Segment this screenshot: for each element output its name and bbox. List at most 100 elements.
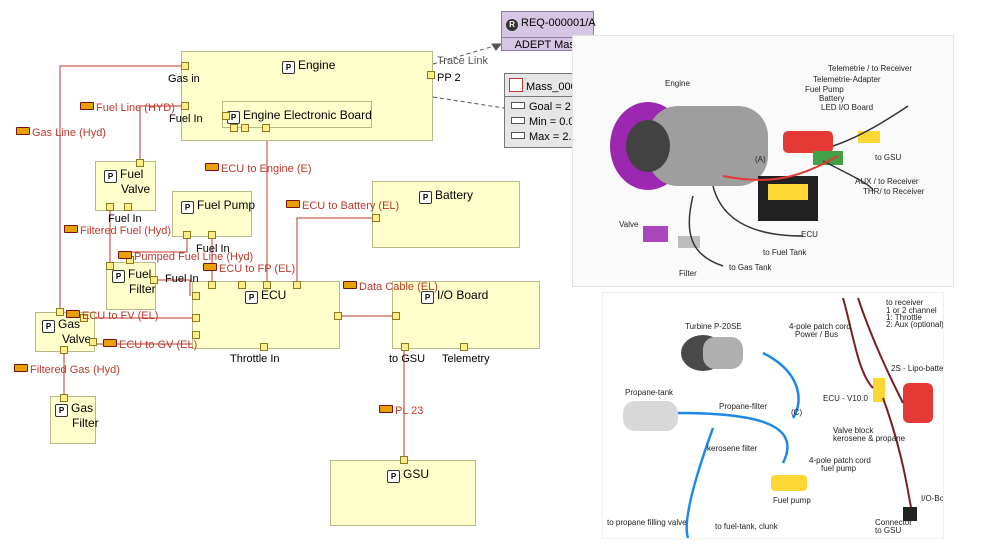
fuel-filter-port[interactable]	[106, 262, 114, 270]
connector-ecu-to-battery[interactable]: ECU to Battery (EL)	[286, 200, 399, 212]
fuel-valve-port[interactable]	[124, 203, 132, 211]
fuel-pump-port[interactable]	[208, 231, 216, 239]
connector-icon	[16, 127, 30, 135]
photo-label: Fuel pump	[773, 496, 811, 505]
photo-label: LED I/O Board	[821, 103, 873, 112]
gas-filter-port[interactable]	[60, 394, 68, 402]
connector-icon	[286, 200, 300, 208]
ecu-port[interactable]	[192, 292, 200, 300]
gas-valve-port[interactable]	[60, 346, 68, 354]
engine-board-port[interactable]	[241, 124, 249, 132]
telemetry-shape	[858, 131, 880, 143]
photo-marker: (A)	[755, 155, 766, 164]
photo-label: fuel pump	[821, 464, 857, 473]
engine-pp2-port[interactable]	[427, 71, 435, 79]
photo-label: Power / Bus	[795, 330, 838, 339]
connector-filtered-gas[interactable]: Filtered Gas (Hyd)	[14, 364, 120, 376]
red-wire	[722, 155, 839, 181]
connector-ecu-to-fv[interactable]: ECU to FV (EL)	[66, 310, 158, 322]
io-board-shape	[813, 151, 843, 165]
battery-port[interactable]	[372, 214, 380, 222]
connector-icon	[379, 405, 393, 413]
photo-label: ECU	[801, 230, 818, 239]
io-board-telemetry-port[interactable]	[460, 343, 468, 351]
engine-board-port[interactable]	[262, 124, 270, 132]
ecu-port[interactable]	[263, 281, 271, 289]
gsu-port[interactable]	[400, 456, 408, 464]
trace-link-arrow	[491, 43, 503, 51]
photo-label: to fuel-tank, clunk	[715, 522, 779, 531]
wire-fuel-line	[139, 105, 185, 163]
ecu-port[interactable]	[334, 312, 342, 320]
port-label-fuel-in-valve: Fuel In	[108, 213, 142, 225]
connector-fuel-line[interactable]: Fuel Line (HYD)	[80, 102, 175, 114]
io-board-port[interactable]	[392, 312, 400, 320]
photo-label: to GSU	[875, 526, 901, 535]
requirement-name: ADEPT Mass	[514, 39, 581, 51]
photo-label: THR/ to Receiver	[863, 187, 925, 196]
ecu-throttle-in-port[interactable]	[260, 343, 268, 351]
engine-gas-in-port[interactable]	[181, 62, 189, 70]
ecu-port[interactable]	[293, 281, 301, 289]
turbine-body	[703, 337, 743, 369]
fuel-pump-fuel-in-port[interactable]	[183, 231, 191, 239]
photo-label: AUX / to Receiver	[855, 177, 919, 186]
engine-fuel-in-port[interactable]	[181, 102, 189, 110]
connector-filtered-fuel[interactable]: Filtered Fuel (Hyd)	[64, 225, 171, 237]
connector-icon	[343, 281, 357, 289]
photo-label: ECU - V10.0	[823, 394, 868, 403]
ecu-shape	[873, 378, 885, 402]
port-label-fuel-in-pump: Fuel In	[196, 243, 230, 255]
wire-fuel-in-filter	[155, 279, 191, 296]
engine-board-port[interactable]	[230, 124, 238, 132]
gas-valve-port[interactable]	[89, 338, 97, 346]
photo-label: kerosene & propane	[833, 434, 906, 443]
fuel-valve-fuel-in-port[interactable]	[106, 203, 114, 211]
engine-board-port[interactable]	[222, 112, 230, 120]
fuel-valve-port[interactable]	[136, 159, 144, 167]
photo-label: Turbine P-20SE	[685, 322, 742, 331]
ecu-port[interactable]	[208, 281, 216, 289]
engine-body	[648, 106, 768, 186]
connector-gas-line[interactable]: Gas Line (Hyd)	[16, 127, 106, 139]
photo-label: Telemetrie / to Receiver	[828, 64, 912, 73]
connector-ecu-to-fp[interactable]: ECU to FP (EL)	[203, 263, 295, 275]
port-label-throttle-in: Throttle In	[230, 353, 280, 365]
gas-valve-port[interactable]	[56, 308, 64, 316]
photo-label: 1: Throttle	[886, 313, 922, 322]
connector-pumped-fuel[interactable]: Pumped Fuel Line (Hyd)	[118, 251, 253, 263]
gas-valve-port[interactable]	[80, 314, 88, 322]
requirement-divider	[502, 37, 593, 38]
connector-ecu-to-engine[interactable]: ECU to Engine (E)	[205, 163, 311, 175]
ecu-label	[768, 184, 808, 200]
io-board-to-gsu-port[interactable]	[401, 343, 409, 351]
photo-label: 4-pole patch cord	[809, 456, 871, 465]
connector-ecu-to-gv[interactable]: ECU to GV (EL)	[103, 339, 197, 351]
fuel-filter-port[interactable]	[150, 276, 158, 284]
port-label-to-gsu: to GSU	[389, 353, 426, 365]
valve-shape	[643, 226, 668, 242]
mass-icon	[509, 78, 523, 92]
io-board-shape	[903, 507, 917, 521]
ecu-port[interactable]	[238, 281, 246, 289]
ecu-port[interactable]	[192, 314, 200, 322]
connector-pl23[interactable]: PL 23	[379, 405, 423, 417]
part-icon: P	[181, 201, 194, 214]
connector-data-cable[interactable]: Data Cable (EL)	[343, 281, 438, 293]
value-icon	[511, 117, 525, 124]
fuel-pump-shape	[771, 475, 807, 491]
connector-icon	[118, 251, 132, 259]
requirement-icon: R	[506, 19, 518, 31]
mass-link-line	[432, 96, 505, 109]
ecu-port[interactable]	[192, 331, 200, 339]
